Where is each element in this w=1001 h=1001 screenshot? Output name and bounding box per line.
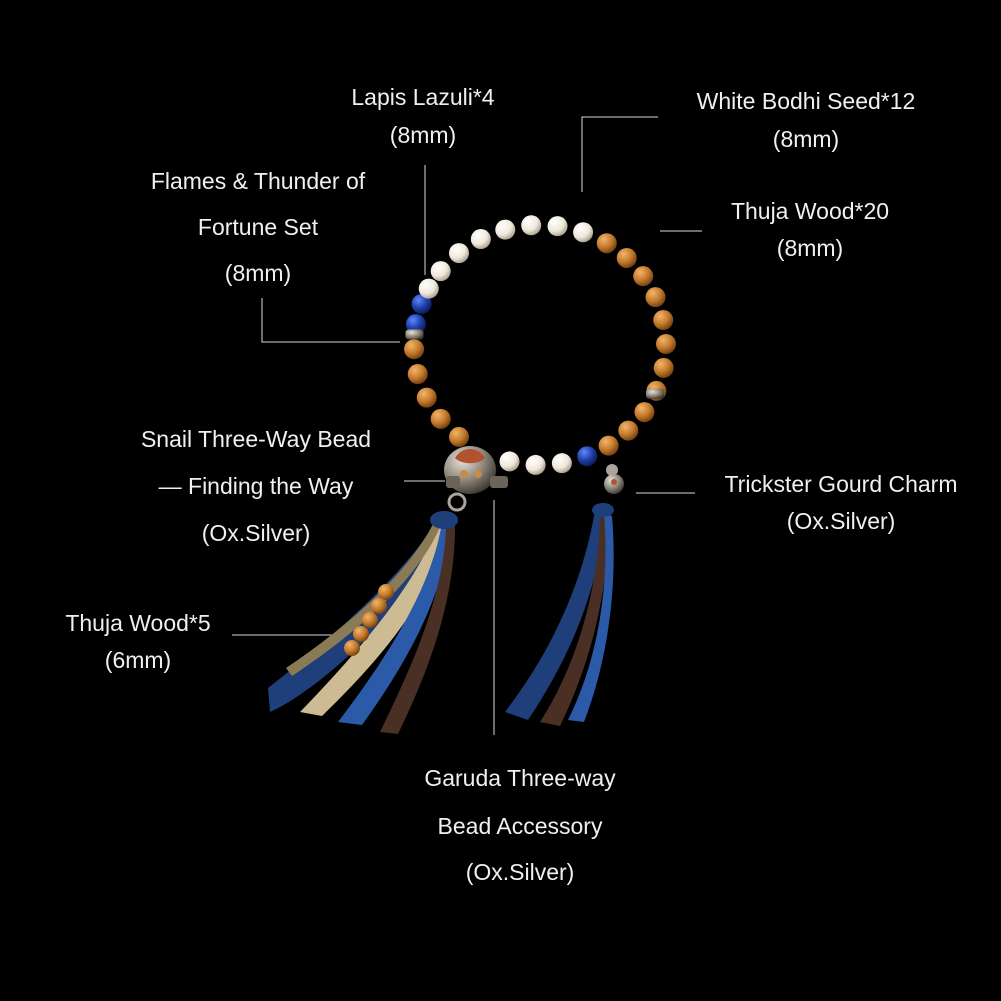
lapis-lazuli-bead — [411, 293, 432, 314]
label-line: (8mm) — [772, 126, 840, 152]
bodhi-seed-bead — [499, 451, 520, 472]
leader-flames — [261, 298, 400, 343]
label-line: Flames & Thunder of — [150, 168, 366, 194]
lapis-lazuli-bead — [405, 314, 426, 335]
bodhi-seed-bead — [551, 453, 572, 474]
label-line: — Finding the Way — [158, 473, 354, 499]
thuja-wood-bead — [416, 387, 437, 408]
lapis-lazuli-bead — [577, 446, 598, 467]
bodhi-seed-bead — [495, 219, 516, 240]
thuja-wood-bead — [407, 364, 428, 385]
label-line: Lapis Lazuli*4 — [351, 84, 495, 110]
tassel-wood-beads — [344, 584, 394, 656]
thuja-wood-bead — [430, 408, 451, 429]
bodhi-seed-bead — [525, 454, 546, 475]
gourd-charm — [604, 464, 624, 494]
label-thuja-wood-5: Thuja Wood*5 (6mm) — [38, 612, 238, 672]
bodhi-seed-bead — [418, 278, 439, 299]
label-line: (Ox.Silver) — [201, 520, 311, 546]
leader-lines — [232, 116, 702, 735]
thuja-wood-bead — [404, 339, 425, 360]
label-line: Bead Accessory — [437, 813, 603, 839]
thuja-wood-bead — [645, 287, 666, 308]
label-white-bodhi-seed: White Bodhi Seed*12 (8mm) — [666, 90, 946, 151]
label-trickster-gourd-charm: Trickster Gourd Charm (Ox.Silver) — [696, 473, 986, 533]
thuja-wood-bead — [653, 310, 674, 331]
label-line: (Ox.Silver) — [786, 508, 896, 534]
label-garuda-three-way-bead: Garuda Three-way Bead Accessory (Ox.Silv… — [380, 767, 660, 884]
thuja-wood-bead — [653, 357, 674, 378]
bodhi-seed-bead — [547, 216, 568, 237]
thuja-wood-bead — [655, 333, 676, 354]
bodhi-seed-bead — [521, 215, 542, 236]
label-line: (8mm) — [224, 260, 292, 286]
left-tassel — [268, 511, 458, 734]
label-lapis-lazuli: Lapis Lazuli*4 (8mm) — [318, 86, 528, 147]
label-line: (8mm) — [776, 235, 844, 261]
bodhi-seed-bead — [430, 261, 451, 282]
label-flames-thunder-set: Flames & Thunder of Fortune Set (8mm) — [118, 170, 398, 285]
thuja-wood-bead — [449, 426, 470, 447]
label-line: White Bodhi Seed*12 — [696, 88, 916, 114]
label-line: (8mm) — [389, 122, 457, 148]
label-line: Trickster Gourd Charm — [724, 471, 958, 497]
label-line: Thuja Wood*5 — [65, 610, 211, 636]
label-line: Fortune Set — [197, 214, 319, 240]
label-line: Thuja Wood*20 — [730, 198, 890, 224]
bodhi-seed-bead — [449, 243, 470, 264]
label-line: (Ox.Silver) — [465, 859, 575, 885]
right-tassel — [505, 503, 614, 726]
label-line: (6mm) — [104, 647, 172, 673]
snail-charm — [447, 492, 467, 512]
label-line: Snail Three-Way Bead — [140, 426, 372, 452]
thuja-wood-bead — [616, 247, 637, 268]
bodhi-seed-bead — [573, 222, 594, 243]
label-snail-three-way-bead: Snail Three-Way Bead — Finding the Way (… — [108, 428, 404, 545]
thuja-wood-bead — [618, 420, 639, 441]
silver-spacer — [646, 388, 665, 399]
thuja-wood-bead — [634, 402, 655, 423]
silver-spacer — [405, 329, 424, 340]
thuja-wood-bead — [598, 435, 619, 456]
leader-bodhi — [581, 116, 658, 192]
bracelet-beads — [404, 215, 676, 475]
garuda-charm — [444, 446, 508, 494]
bodhi-seed-bead — [470, 229, 491, 250]
label-line: Garuda Three-way — [424, 765, 616, 791]
label-thuja-wood-20: Thuja Wood*20 (8mm) — [700, 200, 920, 260]
thuja-wood-bead — [633, 266, 654, 287]
thuja-wood-bead — [596, 233, 617, 254]
